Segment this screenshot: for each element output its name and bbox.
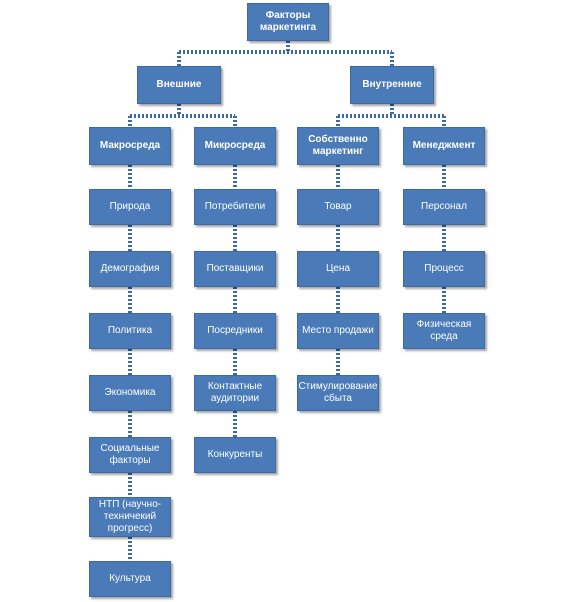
subgroup-node-менеджмент: Менеджмент [403, 127, 485, 165]
item-node-процесс: Процесс [403, 251, 485, 287]
item-node-нтп-научно-техничекий-прогресс: НТП (научно- техничекий прогресс) [89, 497, 171, 537]
subgroup-node-микросреда: Микросреда [194, 127, 276, 165]
item-node-посредники: Посредники [194, 313, 276, 349]
root-node: Факторы маркетинга [247, 3, 329, 41]
item-node-политика: Политика [89, 313, 171, 349]
item-node-цена: Цена [297, 251, 379, 287]
group-node-внутренние: Внутренние [350, 66, 434, 104]
item-node-экономика: Экономика [89, 375, 171, 411]
item-node-товар: Товар [297, 189, 379, 225]
subgroup-node-собственно-маркетинг: Собственно маркетинг [297, 127, 379, 165]
item-node-демография: Демография [89, 251, 171, 287]
item-node-место-продажи: Место продажи [297, 313, 379, 349]
subgroup-node-макросреда: Макросреда [89, 127, 171, 165]
item-node-конкуренты: Конкуренты [194, 437, 276, 473]
item-node-социальные-факторы: Социальные факторы [89, 437, 171, 473]
item-node-контактные-аудитории: Контактные аудитории [194, 375, 276, 411]
item-node-стимулирование-сбыта: Стимулирование сбыта [297, 375, 379, 411]
item-node-культура: Культура [89, 561, 171, 597]
item-node-физическая-среда: Физическая среда [403, 313, 485, 349]
item-node-персонал: Персонал [403, 189, 485, 225]
item-node-поставщики: Поставщики [194, 251, 276, 287]
item-node-потребители: Потребители [194, 189, 276, 225]
group-node-внешние: Внешние [137, 66, 221, 104]
item-node-природа: Природа [89, 189, 171, 225]
